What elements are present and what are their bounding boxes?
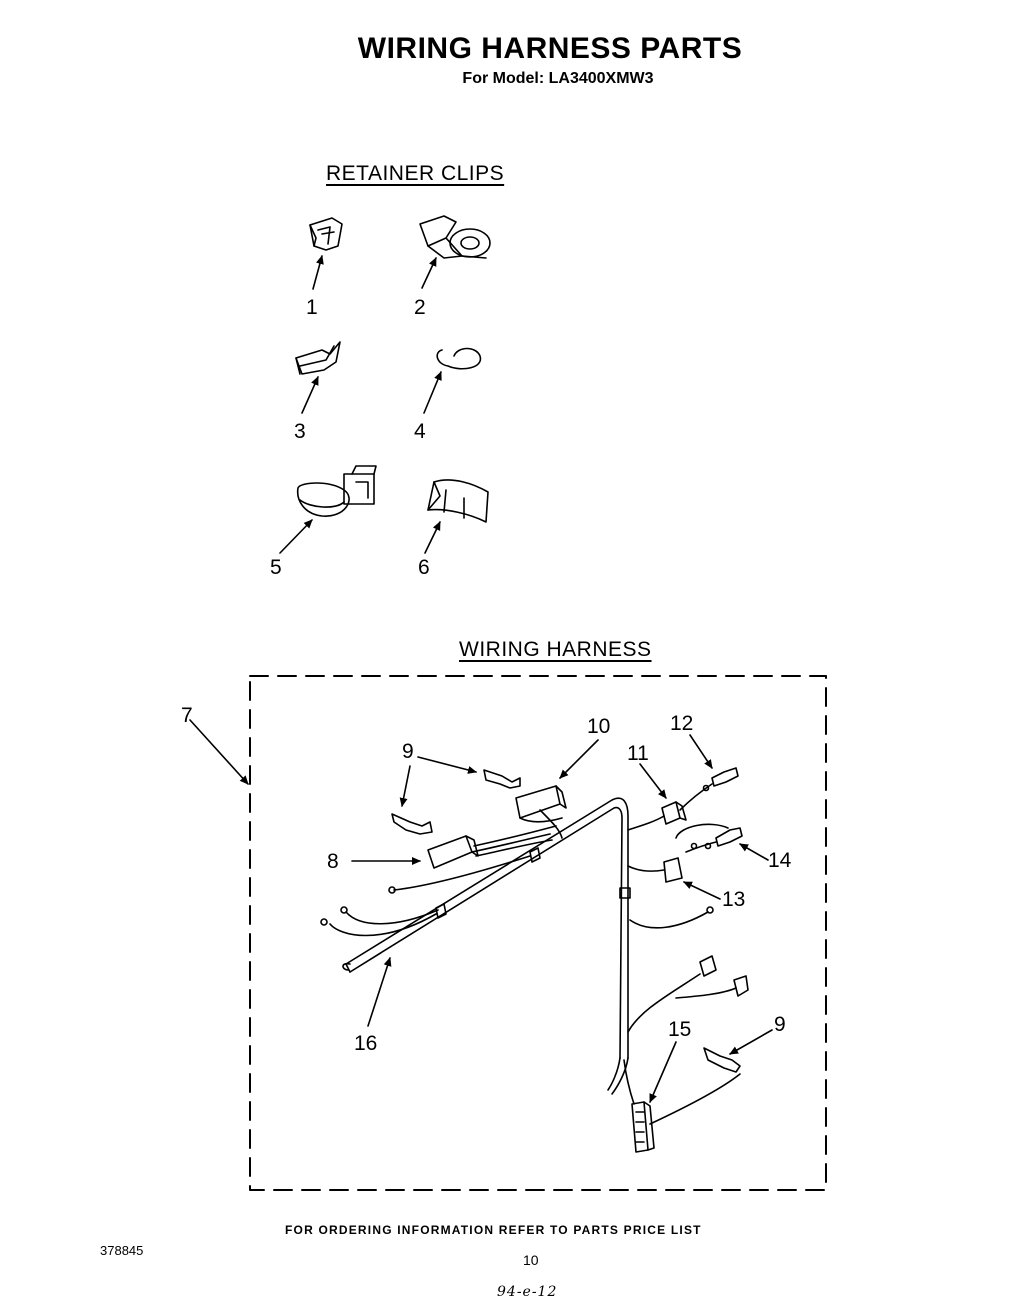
loose-leads-left (320, 855, 531, 971)
callout-2: 2 (414, 296, 426, 319)
page-title: WIRING HARNESS PARTS (357, 32, 743, 65)
arrow-15 (649, 1041, 677, 1103)
model-subtitle: For Model: LA3400XMW3 (462, 70, 654, 87)
handwritten-note: 94-e-12 (497, 1284, 558, 1300)
arrow-6 (424, 521, 441, 554)
arrow-5 (279, 519, 313, 554)
retainer-clip-6-drawing (427, 479, 489, 523)
callout-14: 14 (768, 849, 792, 872)
callout-13: 13 (722, 888, 746, 911)
callout-1: 1 (306, 296, 318, 319)
terminal-14-drawing (675, 823, 743, 853)
page-number: 10 (523, 1252, 539, 1268)
callout-12: 12 (670, 712, 694, 735)
retainer-clip-2-drawing (419, 215, 491, 259)
retainer-clip-3-drawing (295, 341, 341, 375)
connector-8-drawing (427, 825, 557, 869)
harness-boundary (249, 675, 827, 1191)
arrow-1 (312, 255, 324, 290)
arrow-9b (729, 1029, 773, 1055)
arrow-12 (689, 734, 713, 769)
wiring-harness-heading: WIRING HARNESS (459, 638, 652, 661)
arrow-4 (423, 371, 442, 414)
retainer-clip-4-drawing (436, 347, 482, 370)
lower-connectors (627, 955, 749, 1033)
terminal-9b-drawing (649, 1047, 741, 1125)
arrow-13 (683, 881, 721, 900)
connector-15-drawing (623, 1059, 655, 1153)
arrow-11 (639, 763, 667, 799)
callout-7: 7 (181, 704, 193, 727)
callout-5: 5 (270, 556, 282, 579)
connector-13-drawing (627, 857, 683, 883)
arrow-14 (739, 843, 769, 861)
callout-9-bottom: 9 (774, 1013, 786, 1036)
callout-10: 10 (587, 715, 611, 738)
callout-15: 15 (668, 1018, 692, 1041)
callout-8: 8 (327, 850, 339, 873)
retainer-clip-1-drawing (309, 217, 343, 251)
callout-6: 6 (418, 556, 430, 579)
callout-3: 3 (294, 420, 306, 443)
terminal-12-drawing (679, 767, 739, 811)
arrow-16 (367, 957, 392, 1027)
callout-16: 16 (354, 1032, 378, 1055)
callout-11: 11 (627, 742, 649, 765)
terminal-9a-drawing (391, 769, 521, 835)
loose-lead-right (629, 906, 714, 929)
connector-10-drawing (515, 785, 567, 839)
arrow-7 (189, 719, 249, 785)
arrow-9a-1 (417, 756, 477, 774)
harness-trunk-drawing (345, 797, 631, 1095)
callout-9-top: 9 (402, 740, 414, 763)
ordering-info: FOR ORDERING INFORMATION REFER TO PARTS … (285, 1223, 702, 1237)
arrow-10 (559, 739, 599, 779)
arrow-9a-2 (399, 765, 411, 807)
callout-4: 4 (414, 420, 426, 443)
arrow-2 (421, 257, 437, 289)
retainer-clips-heading: RETAINER CLIPS (326, 162, 505, 185)
arrow-3 (301, 376, 319, 414)
retainer-clip-5-drawing (296, 465, 377, 517)
document-number: 378845 (100, 1243, 144, 1258)
connector-11-drawing (627, 801, 687, 831)
